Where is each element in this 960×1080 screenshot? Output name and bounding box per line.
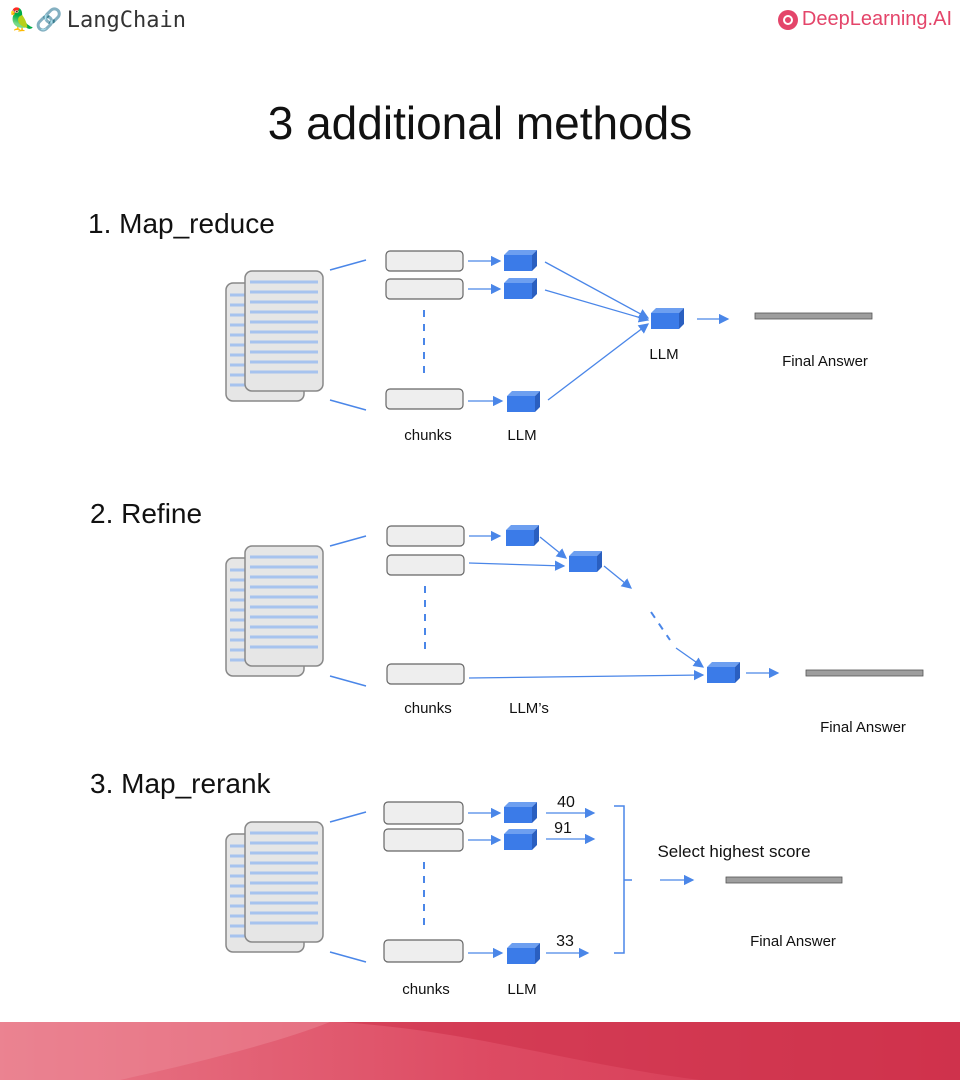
score-label: 91 xyxy=(554,820,572,837)
chunks-label: chunks xyxy=(404,700,452,717)
chunk-box xyxy=(385,278,464,300)
llm-cube-icon xyxy=(504,829,537,850)
chunk-box xyxy=(383,801,464,825)
final-answer-bar xyxy=(805,669,924,677)
chunk-box xyxy=(383,828,464,852)
deeplearning-label: DeepLearning.AI xyxy=(801,8,952,30)
final-answer-label: Final Answer xyxy=(782,353,868,370)
llm-cube-icon xyxy=(504,250,537,271)
map-reduce-diagram: chunks LLM LLM Final Answer xyxy=(225,250,873,444)
map-rerank-diagram: 40 91 33 Select highest score chunks LLM… xyxy=(225,794,843,998)
parrot-link-icon: 🦜🔗 xyxy=(8,7,63,32)
llm-cube-icon xyxy=(504,802,537,823)
chunks-label: chunks xyxy=(402,981,450,998)
score-label: 40 xyxy=(557,794,575,811)
llm-cube-icon xyxy=(504,278,537,299)
final-llm-cube-icon xyxy=(707,662,740,683)
deeplearning-brand: DeepLearning.AI xyxy=(777,8,952,31)
chunk-box xyxy=(385,388,464,410)
select-highest-score-label: Select highest score xyxy=(657,842,810,861)
score-label: 33 xyxy=(556,933,574,950)
page-title: 3 additional methods xyxy=(267,97,693,149)
section-heading-map-reduce: 1. Map_reduce xyxy=(88,208,275,239)
final-answer-bar xyxy=(725,876,843,884)
footer-decoration xyxy=(0,1022,960,1080)
document-stack-icon xyxy=(225,270,324,402)
final-answer-label: Final Answer xyxy=(820,719,906,736)
chunk-box xyxy=(386,525,465,547)
document-stack-icon xyxy=(225,821,324,953)
chunk-box xyxy=(386,663,465,685)
llm-label: LLM xyxy=(507,427,536,444)
chunk-box xyxy=(386,554,465,576)
final-llm-label: LLM xyxy=(649,346,678,363)
llm-label: LLM xyxy=(507,981,536,998)
methods-diagram: chunks LLM LLM Final Answer xyxy=(225,250,924,998)
refine-diagram: chunks LLM’s Final Answer xyxy=(225,525,924,736)
document-stack-icon xyxy=(225,545,324,677)
llm-cube-icon xyxy=(569,551,602,572)
final-answer-label: Final Answer xyxy=(750,933,836,950)
llms-label: LLM’s xyxy=(509,700,549,717)
langchain-label: LangChain xyxy=(66,7,187,33)
score-bracket xyxy=(614,805,625,954)
final-answer-bar xyxy=(754,312,873,320)
section-heading-refine: 2. Refine xyxy=(90,498,203,529)
llm-cube-icon xyxy=(506,525,539,546)
final-llm-cube-icon xyxy=(651,308,684,329)
chunk-box xyxy=(385,250,464,272)
section-heading-map-rerank: 3. Map_rerank xyxy=(90,768,271,799)
header: 🦜🔗 LangChain DeepLearning.AI xyxy=(0,0,960,50)
langchain-brand: 🦜🔗 LangChain xyxy=(8,6,186,34)
deeplearning-logo-icon xyxy=(777,9,798,30)
chunk-box xyxy=(383,939,464,963)
chunks-label: chunks xyxy=(404,427,452,444)
llm-cube-icon xyxy=(507,943,540,964)
llm-cube-icon xyxy=(507,391,540,412)
